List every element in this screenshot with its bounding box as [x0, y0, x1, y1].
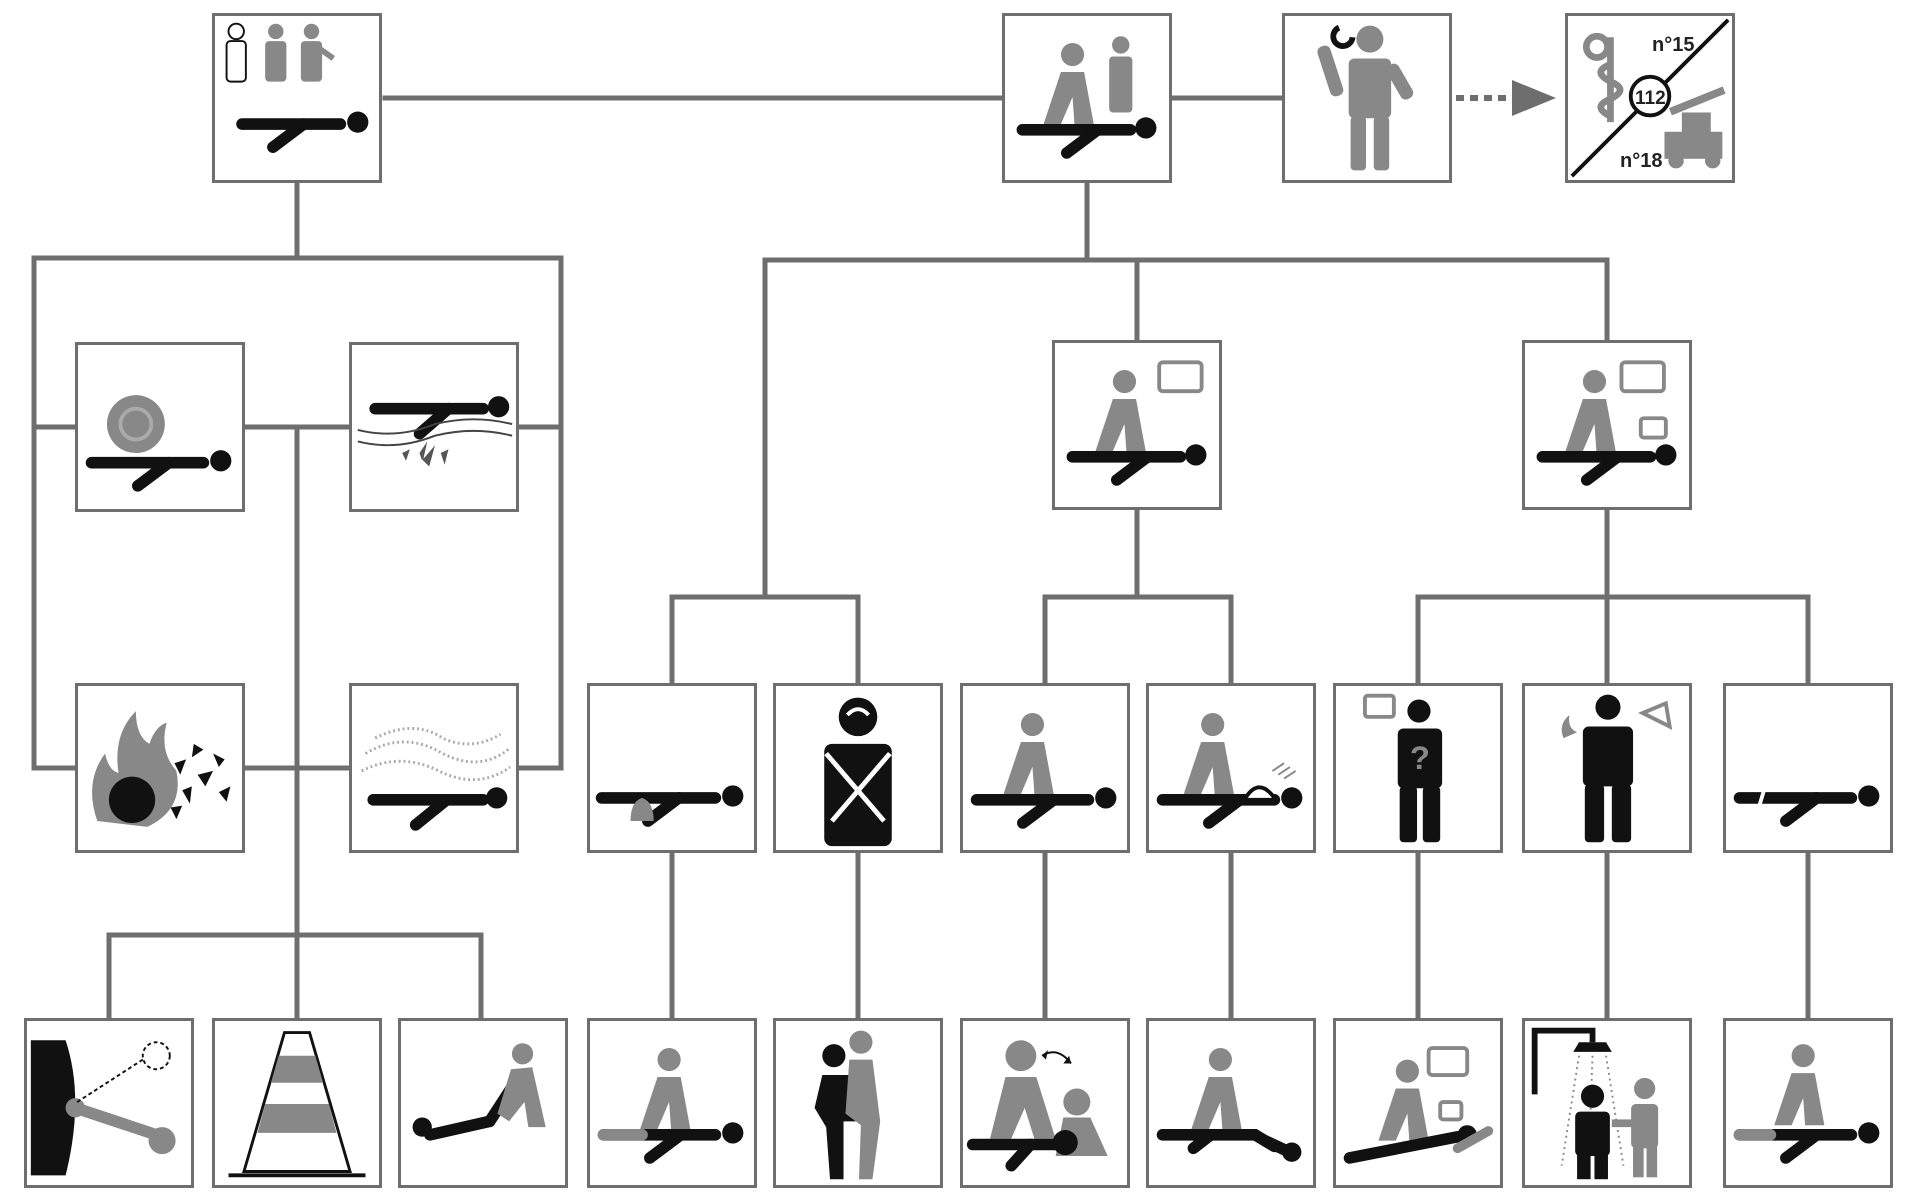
node-compress-wound [587, 1018, 757, 1188]
fire-explosion-hazard-icon [92, 711, 231, 827]
node-signal-cone [212, 1018, 382, 1188]
node-malaise: ? [1333, 683, 1503, 853]
node-danger-crush [75, 342, 245, 512]
person-burned-icon [1561, 694, 1673, 843]
victim-not-breathing-icon [970, 713, 1117, 829]
node-danger-electric [349, 342, 519, 512]
victim-bleeding-icon [595, 785, 744, 827]
node-alert-phone [1282, 13, 1452, 183]
node-witnesses [212, 13, 382, 183]
node-bleeding [587, 683, 757, 853]
person-phoning-icon [1317, 24, 1414, 171]
node-victim-responsive [1052, 340, 1222, 510]
rescuer-kneeling-with-bystander-icon [1016, 36, 1157, 159]
crushing-hazard-icon [85, 395, 232, 492]
node-emergency-numbers: n°15 112 n°18 [1565, 13, 1735, 183]
arrow-icon [1456, 80, 1556, 116]
victim-fracture-icon [1733, 785, 1880, 827]
rescuer-talking-to-victim-icon [1536, 360, 1677, 486]
node-recovery-position [1146, 1018, 1316, 1188]
electric-hazard-icon [357, 396, 513, 467]
emergency-drag-icon [412, 1043, 546, 1141]
node-cut-power [24, 1018, 194, 1188]
witnesses-victim-icon [225, 22, 369, 153]
european-emergency-number: 112 [1635, 88, 1666, 109]
node-not-breathing [960, 683, 1130, 853]
direct-compression-icon [597, 1048, 744, 1164]
abdominal-thrusts-icon [814, 1030, 881, 1180]
person-choking-icon [824, 697, 892, 847]
node-ask-questions [1333, 1018, 1503, 1188]
cooling-burn-shower-icon [1531, 1027, 1659, 1180]
head-immobilization-icon [1733, 1044, 1880, 1164]
lateral-safety-position-icon [1156, 1048, 1302, 1162]
node-victim-talking [1522, 340, 1692, 510]
node-trauma [1723, 683, 1893, 853]
samu-number: n°15 [1652, 34, 1695, 56]
node-emergency-drag [398, 1018, 568, 1188]
node-choking [773, 683, 943, 853]
node-danger-fire [75, 683, 245, 853]
node-immobilize [1723, 1018, 1893, 1188]
node-cool-burn [1522, 1018, 1692, 1188]
node-rescuer-with-bystander [1002, 13, 1172, 183]
questioning-victim-icon [1343, 1046, 1494, 1164]
node-breathing-unconscious [1146, 683, 1316, 853]
cpr-defibrillator-icon [966, 1040, 1108, 1172]
person-unwell-question-icon: ? [1363, 693, 1443, 843]
node-heimlich [773, 1018, 943, 1188]
node-cpr-defib [960, 1018, 1130, 1188]
toxic-gas-hazard-icon [361, 727, 512, 831]
rescuer-talking-victim-answers-icon [1066, 360, 1207, 486]
victim-breathing-icon [1156, 713, 1303, 829]
cut-power-switch-icon [30, 1040, 176, 1176]
node-burn [1522, 683, 1692, 853]
traffic-cone-icon [228, 1031, 366, 1178]
svg-text:?: ? [1410, 739, 1430, 776]
fire-number: n°18 [1620, 150, 1663, 172]
node-danger-gas [349, 683, 519, 853]
emergency-numbers-icon [1570, 18, 1730, 178]
